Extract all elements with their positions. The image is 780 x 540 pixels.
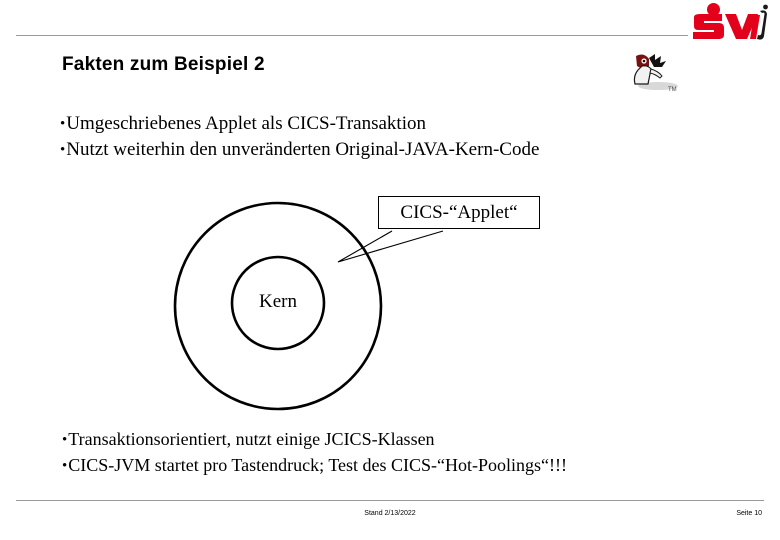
- page-title: Fakten zum Beispiel 2: [62, 54, 265, 75]
- callout-box: CICS-“Applet“: [378, 196, 540, 229]
- header-divider: [16, 35, 688, 36]
- bottom-bullet-list: •Transaktionsorientiert, nutzt einige JC…: [62, 427, 567, 479]
- java-duke-icon: TM: [624, 50, 682, 96]
- list-item-label: Nutzt weiterhin den unveränderten Origin…: [66, 139, 540, 160]
- callout-label: CICS-“Applet“: [400, 201, 518, 223]
- inner-circle-label: Kern: [259, 291, 297, 312]
- list-item-label: CICS-JVM startet pro Tastendruck; Test d…: [68, 455, 568, 475]
- bullet-dot-icon: •: [62, 432, 68, 448]
- list-item: •Transaktionsorientiert, nutzt einige JC…: [62, 427, 567, 453]
- footer-date: Stand 2/13/2022: [364, 510, 416, 517]
- footer-divider: [16, 500, 764, 501]
- bullet-dot-icon: •: [60, 116, 66, 132]
- list-item-label: Transaktionsorientiert, nutzt einige JCI…: [68, 429, 435, 449]
- bullet-dot-icon: •: [60, 142, 66, 158]
- list-item: •Nutzt weiterhin den unveränderten Origi…: [60, 137, 539, 163]
- callout-leader-line: [337, 230, 444, 263]
- list-item: •CICS-JVM startet pro Tastendruck; Test …: [62, 453, 567, 479]
- top-bullet-list: •Umgeschriebenes Applet als CICS-Transak…: [60, 111, 539, 163]
- footer-page-number: Seite 10: [736, 510, 762, 517]
- list-item-label: Umgeschriebenes Applet als CICS-Transakt…: [66, 113, 426, 134]
- list-item: •Umgeschriebenes Applet als CICS-Transak…: [60, 111, 539, 137]
- svg-text:TM: TM: [668, 87, 677, 93]
- bullet-dot-icon: •: [62, 458, 68, 474]
- svi-logo: [686, 2, 770, 42]
